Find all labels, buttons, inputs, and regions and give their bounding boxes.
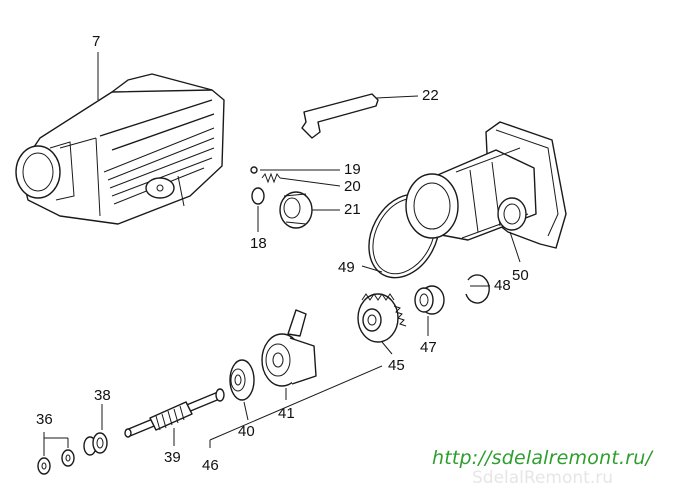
part-40-bearing: 40 (229, 359, 255, 440)
source-url-link[interactable]: http://sdelalremont.ru/ (432, 447, 653, 469)
callout-46: 46 (202, 457, 219, 474)
callout-18: 18 (250, 235, 267, 252)
callout-36: 36 (36, 411, 53, 428)
callout-45: 45 (388, 357, 405, 374)
part-20-spring: 20 (261, 172, 361, 195)
callout-40: 40 (238, 423, 255, 440)
callout-49: 49 (338, 259, 355, 276)
callout-39: 39 (164, 449, 181, 466)
part-39-spindle-shaft: 39 (124, 388, 225, 466)
part-19-ball: 19 (250, 161, 361, 178)
part-48-circlip: 48 (465, 274, 511, 304)
callout-21: 21 (344, 201, 361, 218)
part-22-locking-plate: 22 (301, 87, 439, 139)
callout-20: 20 (344, 178, 361, 195)
part-50-flange-housing: 50 (405, 121, 567, 284)
part-7-gear-housing: 7 (15, 33, 225, 225)
callout-19: 19 (344, 161, 361, 178)
part-21-lock-button: 21 (279, 191, 361, 229)
callout-22: 22 (422, 87, 439, 104)
part-18-o-ring: 18 (250, 187, 267, 252)
part-46-assembly-leader: 46 (202, 365, 383, 474)
callout-47: 47 (420, 339, 437, 356)
callout-7: 7 (92, 33, 100, 50)
callout-38: 38 (94, 387, 111, 404)
part-41-bevel-assembly: 41 (261, 309, 317, 422)
part-38-seal-set: 38 (83, 387, 111, 456)
part-47-bearing: 47 (414, 285, 445, 356)
part-45-bevel-gear: 45 (357, 293, 407, 374)
callout-50: 50 (512, 267, 529, 284)
callout-48: 48 (494, 277, 511, 294)
part-36-washers: 36 (36, 411, 75, 475)
watermark: SdelalRemont.ru (472, 468, 613, 488)
